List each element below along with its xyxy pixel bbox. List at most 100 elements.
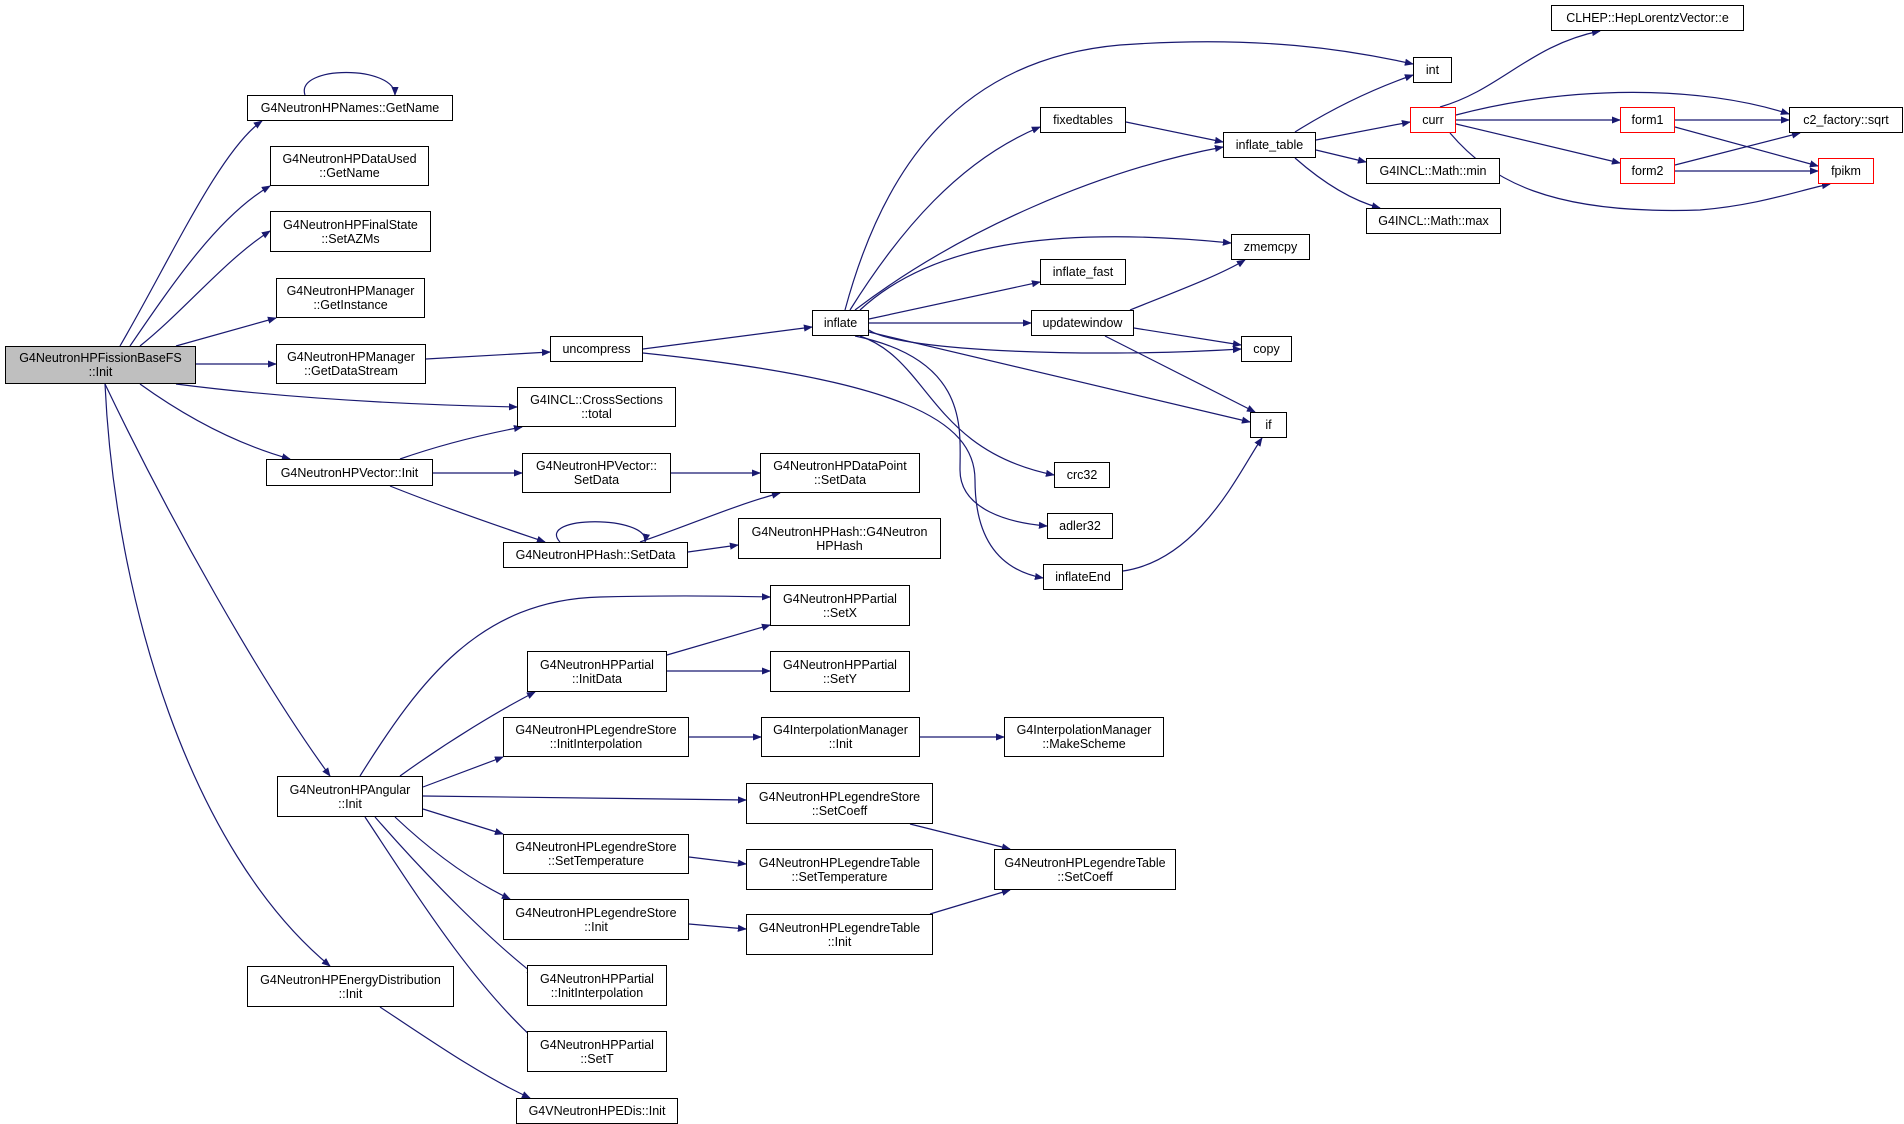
node-getName1[interactable]: G4NeutronHPNames::GetName (247, 95, 453, 121)
node-uncompress[interactable]: uncompress (550, 336, 643, 362)
node-inflateEnd[interactable]: inflateEnd (1043, 564, 1123, 590)
edge-inflateTable-intNode (1294, 74, 1414, 133)
edge-vectorInit-hashSetData (389, 485, 546, 543)
edge-updatewindow-zmemcpy (1129, 259, 1246, 311)
node-curr[interactable]: curr (1410, 107, 1456, 133)
node-updatewindow[interactable]: updatewindow (1031, 310, 1134, 336)
node-mathMax[interactable]: G4INCL::Math::max (1366, 208, 1501, 234)
node-partialSetT[interactable]: G4NeutronHPPartial ::SetT (527, 1031, 667, 1072)
node-ltSetCoeff[interactable]: G4NeutronHPLegendreTable ::SetCoeff (994, 849, 1176, 890)
edge-updatewindow-copy (1133, 327, 1242, 348)
edge-angularInit-lsSetCoeff (422, 795, 747, 804)
node-imInit[interactable]: G4InterpolationManager ::Init (761, 717, 920, 757)
edge-inflateTable-curr (1315, 119, 1411, 141)
edge-angularInit-partialSetT (364, 816, 536, 1041)
edge-hashSetData-self (556, 521, 650, 543)
node-edisInit[interactable]: G4VNeutronHPEDis::Init (516, 1098, 678, 1124)
node-vectorSetData[interactable]: G4NeutronHPVector:: SetData (522, 453, 671, 493)
node-zmemcpy[interactable]: zmemcpy (1231, 234, 1310, 260)
node-heplv[interactable]: CLHEP::HepLorentzVector::e (1551, 5, 1744, 31)
edge-form2-sqrt (1674, 131, 1801, 166)
edge-angularInit-partialInitInterp (374, 816, 536, 976)
node-adler32[interactable]: adler32 (1047, 513, 1113, 539)
node-intNode[interactable]: int (1413, 57, 1452, 83)
node-lsSetTemp[interactable]: G4NeutronHPLegendreStore ::SetTemperatur… (503, 834, 689, 874)
edge-root-csTotal (175, 383, 518, 411)
edge-inflate-inflateFast (868, 280, 1041, 320)
edge-root-vectorInit (139, 383, 291, 461)
node-form2[interactable]: form2 (1620, 158, 1675, 184)
edge-root-angularInit (104, 383, 331, 777)
edge-angularInit-lsInitInterp (422, 756, 504, 788)
node-lsInit[interactable]: G4NeutronHPLegendreStore ::Init (503, 899, 689, 940)
edge-angularInit-partialInitData (399, 691, 536, 777)
edge-lsInit-ltInit (688, 923, 747, 932)
node-hashSetData[interactable]: G4NeutronHPHash::SetData (503, 542, 688, 568)
node-mathMin[interactable]: G4INCL::Math::min (1366, 158, 1500, 184)
node-inflateTable[interactable]: inflate_table (1223, 132, 1316, 158)
node-inflate[interactable]: inflate (812, 310, 869, 336)
node-partialSetX[interactable]: G4NeutronHPPartial ::SetX (770, 585, 910, 626)
edge-partialInitData-partialSetX (666, 623, 771, 656)
edge-root-setAZMs (139, 230, 271, 347)
node-getDataStream[interactable]: G4NeutronHPManager ::GetDataStream (276, 344, 426, 384)
node-ltInit[interactable]: G4NeutronHPLegendreTable ::Init (746, 914, 933, 955)
node-dataPointSetData[interactable]: G4NeutronHPDataPoint ::SetData (760, 453, 920, 493)
node-ifNode[interactable]: if (1250, 412, 1287, 438)
node-form1[interactable]: form1 (1620, 107, 1675, 133)
node-hashCtor[interactable]: G4NeutronHPHash::G4Neutron HPHash (738, 518, 941, 559)
edge-lsSetTemp-ltSetTemp (688, 856, 747, 867)
node-fixedtables[interactable]: fixedtables (1040, 107, 1126, 133)
node-partialInitData[interactable]: G4NeutronHPPartial ::InitData (527, 651, 667, 692)
edge-angularInit-partialSetX (359, 593, 771, 777)
node-root: G4NeutronHPFissionBaseFS ::Init (5, 346, 196, 384)
edge-lsSetCoeff-ltSetCoeff (909, 823, 1011, 851)
edge-uncompress-inflateEnd (642, 352, 1044, 581)
node-setAZMs[interactable]: G4NeutronHPFinalState ::SetAZMs (270, 211, 431, 252)
edge-getName1-self (303, 72, 399, 96)
edge-inflate-crc32 (859, 335, 1055, 477)
node-partialSetY[interactable]: G4NeutronHPPartial ::SetY (770, 651, 910, 692)
edge-inflate-adler32 (854, 335, 1048, 529)
edge-curr-sqrt (1455, 91, 1790, 116)
node-vectorInit[interactable]: G4NeutronHPVector::Init (266, 459, 433, 486)
edge-inflateEnd-ifNode (1122, 437, 1263, 572)
edge-energyDistInit-edisInit (379, 1006, 531, 1099)
node-fpikm[interactable]: fpikm (1818, 158, 1874, 184)
node-csTotal[interactable]: G4INCL::CrossSections ::total (517, 387, 676, 427)
node-sqrt[interactable]: c2_factory::sqrt (1789, 107, 1903, 133)
node-getInstance[interactable]: G4NeutronHPManager ::GetInstance (276, 278, 425, 318)
node-energyDistInit[interactable]: G4NeutronHPEnergyDistribution ::Init (247, 966, 454, 1007)
edge-inflateTable-mathMin (1315, 149, 1367, 164)
node-dataUsedGetName[interactable]: G4NeutronHPDataUsed ::GetName (270, 146, 429, 186)
edge-inflate-inflateTable (854, 144, 1224, 311)
edge-angularInit-lsInit (394, 816, 511, 900)
edge-root-getName1 (119, 120, 263, 347)
edge-curr-heplv (1439, 29, 1601, 108)
edge-hashSetData-dataPointSetData (639, 491, 781, 543)
edge-angularInit-lsSetTemp (422, 808, 504, 836)
edge-inflate-intNode (844, 41, 1414, 311)
edge-root-energyDistInit (104, 383, 331, 967)
node-copy[interactable]: copy (1241, 336, 1292, 362)
edge-inflate-fixedtables (849, 126, 1041, 311)
edge-curr-form2 (1455, 123, 1621, 165)
node-partialInitInterp[interactable]: G4NeutronHPPartial ::InitInterpolation (527, 965, 667, 1006)
node-imMakeScheme[interactable]: G4InterpolationManager ::MakeScheme (1004, 717, 1164, 757)
edge-inflate-zmemcpy (859, 236, 1232, 311)
node-angularInit[interactable]: G4NeutronHPAngular ::Init (277, 776, 423, 817)
node-lsSetCoeff[interactable]: G4NeutronHPLegendreStore ::SetCoeff (746, 783, 933, 824)
edge-ltInit-ltSetCoeff (929, 888, 1011, 915)
node-lsInitInterp[interactable]: G4NeutronHPLegendreStore ::InitInterpola… (503, 717, 689, 757)
edge-vectorInit-csTotal (399, 424, 523, 460)
edge-getDataStream-uncompress (425, 348, 551, 360)
node-inflateFast[interactable]: inflate_fast (1040, 259, 1126, 285)
edge-root-getInstance (175, 316, 277, 347)
node-ltSetTemp[interactable]: G4NeutronHPLegendreTable ::SetTemperatur… (746, 849, 933, 890)
edge-root-dataUsedGetName (129, 185, 271, 347)
edge-updatewindow-ifNode (1104, 335, 1256, 413)
node-crc32[interactable]: crc32 (1054, 462, 1110, 488)
edge-inflateTable-mathMax (1294, 157, 1381, 210)
